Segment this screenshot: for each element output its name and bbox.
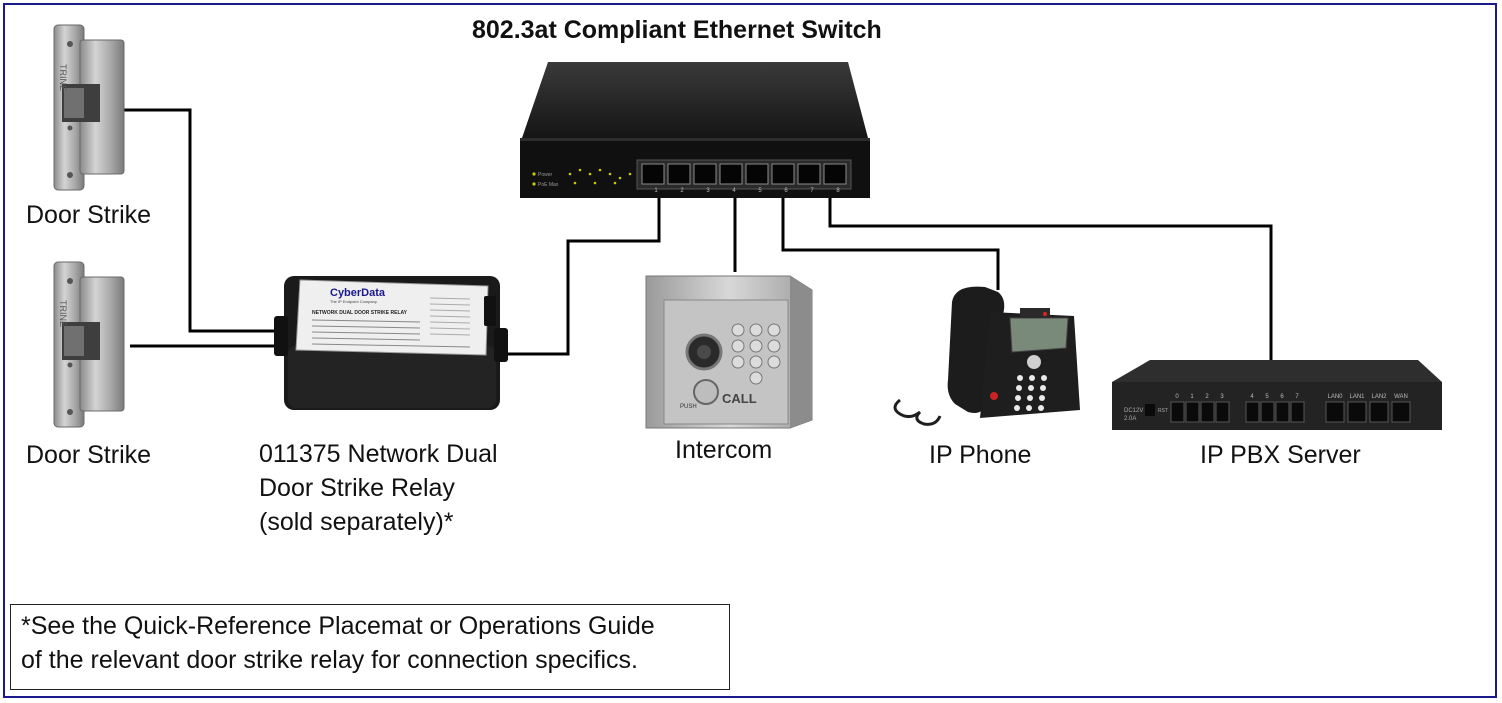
relay-label: 011375 Network Dual Door Strike Relay (s… <box>259 437 498 539</box>
pbx-port-label: 5 <box>1265 394 1269 400</box>
cables <box>122 108 1273 362</box>
pbx-port-label: 1 <box>1190 394 1194 400</box>
intercom-call-text: CALL <box>722 391 757 406</box>
switch-poe-label: PoE Max <box>538 182 559 188</box>
switch-port-label: 1 <box>654 188 658 194</box>
cable-switch-phone <box>781 195 1000 290</box>
relay-label-line-2: Door Strike Relay <box>259 474 455 502</box>
pbx-port-label: 6 <box>1280 394 1284 400</box>
cable-strike1-relay <box>122 108 280 333</box>
switch-port-label: 8 <box>836 188 840 194</box>
pbx-port-label: 7 <box>1295 394 1299 400</box>
door-strike-relay-image: CyberData The IP Endpoint Company NETWOR… <box>274 276 508 410</box>
footnote-line-1: *See the Quick-Reference Placemat or Ope… <box>21 612 655 640</box>
ip-pbx-server-image: DC12V 2.0A RST 0 1 2 3 4 5 6 7 LAN0 LAN1… <box>1112 360 1442 430</box>
switch-port-label: 7 <box>810 188 814 194</box>
door-strike-2-label: Door Strike <box>26 441 152 469</box>
pbx-port-label: 2 <box>1205 394 1209 400</box>
door-strike-1-image: TRINE <box>53 24 125 191</box>
pbx-lan-label: LAN2 <box>1371 394 1387 400</box>
switch-port-label: 2 <box>680 188 684 194</box>
footnote-line-2: of the relevant door strike relay for co… <box>21 646 638 674</box>
intercom-label: Intercom <box>675 436 773 464</box>
diagram-title: 802.3at Compliant Ethernet Switch <box>472 16 882 44</box>
switch-port-label: 4 <box>732 188 736 194</box>
switch-port-label: 3 <box>706 188 710 194</box>
relay-product-name: NETWORK DUAL DOOR STRIKE RELAY <box>312 310 408 316</box>
intercom-push-text: PUSH <box>680 404 697 410</box>
pbx-lan-label: LAN1 <box>1349 394 1365 400</box>
pbx-port-label: 3 <box>1220 394 1224 400</box>
cable-switch-pbx <box>828 196 1273 362</box>
door-strike-2-image: TRINE <box>53 261 125 428</box>
switch-port-label: 5 <box>758 188 762 194</box>
pbx-power-rating: 2.0A <box>1124 416 1136 422</box>
relay-label-line-3: (sold separately)* <box>259 508 454 536</box>
cable-relay-switch <box>505 193 661 356</box>
pbx-lan-label: WAN <box>1394 394 1408 400</box>
intercom-image: CALL PUSH <box>645 275 813 429</box>
pbx-port-label: 4 <box>1250 394 1254 400</box>
pbx-port-label: 0 <box>1175 394 1179 400</box>
strike-brand-1: TRINE <box>58 64 68 91</box>
pbx-reset-label: RST <box>1158 408 1168 414</box>
ip-phone-image <box>893 286 1080 426</box>
diagram-frame <box>3 3 1497 698</box>
ip-phone-label: IP Phone <box>929 441 1032 469</box>
strike-brand-2: TRINE <box>58 300 68 327</box>
pbx-power-label: DC12V <box>1124 408 1143 414</box>
ethernet-switch-image: Power PoE Max 1 2 3 4 5 6 7 8 <box>520 62 870 198</box>
switch-power-label: Power <box>538 172 553 178</box>
footnote-box: *See the Quick-Reference Placemat or Ope… <box>10 604 730 690</box>
pbx-lan-label: LAN0 <box>1327 394 1343 400</box>
relay-tagline: The IP Endpoint Company <box>330 299 377 304</box>
switch-port-label: 6 <box>784 188 788 194</box>
ip-pbx-label: IP PBX Server <box>1200 441 1361 469</box>
relay-brand: CyberData <box>330 287 386 299</box>
relay-label-line-1: 011375 Network Dual <box>259 440 498 468</box>
door-strike-1-label: Door Strike <box>26 201 152 229</box>
